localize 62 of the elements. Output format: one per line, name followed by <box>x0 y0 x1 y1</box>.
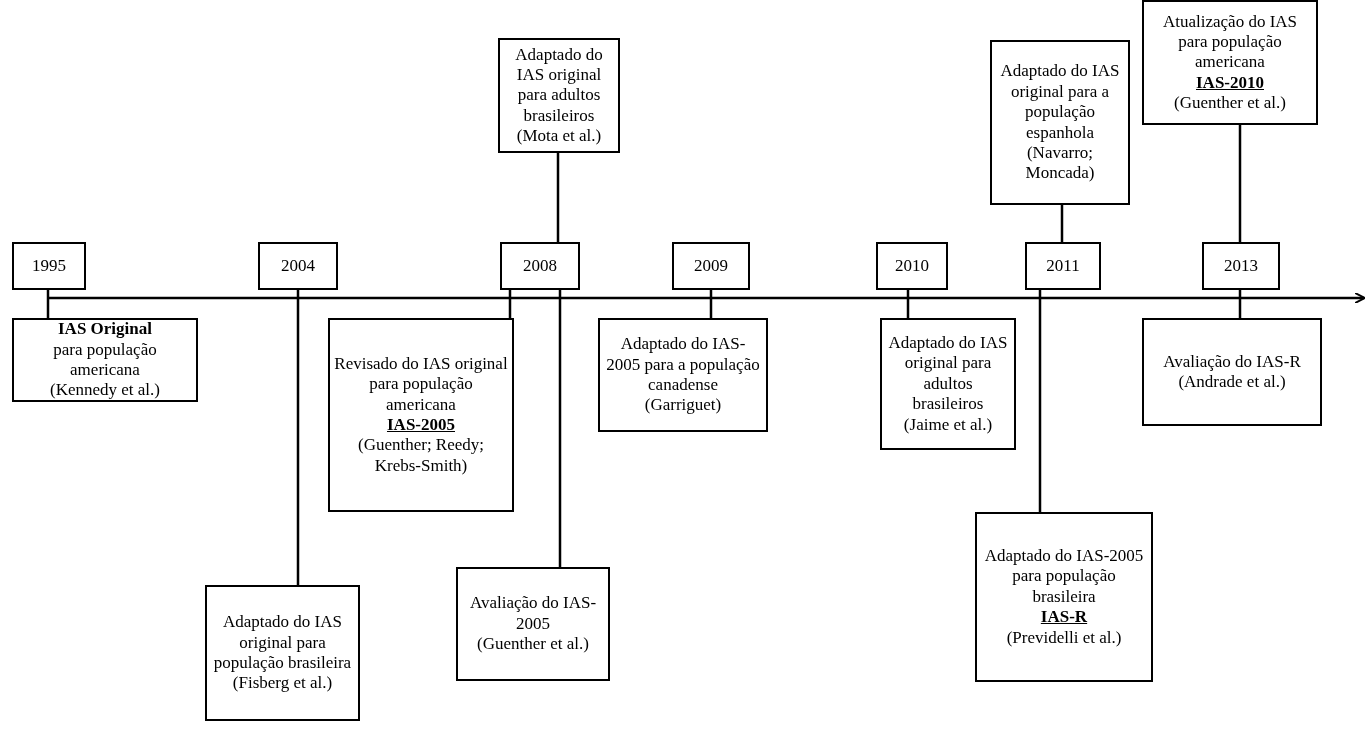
event-box <box>328 318 514 512</box>
year-box <box>1025 242 1101 290</box>
event-text: Adaptado do IAS original para população brasileira <box>212 612 353 674</box>
event-text: (Jaime et al.) <box>903 414 993 435</box>
event-text: (Fisberg et al.) <box>232 673 333 694</box>
connector-line <box>508 290 512 318</box>
event-box <box>990 40 1130 205</box>
event-box <box>880 318 1016 450</box>
connector-line <box>1238 290 1242 318</box>
event-text: Adaptado do IAS-2005 para população brasileira <box>983 546 1145 608</box>
event-box <box>598 318 768 432</box>
year-box <box>500 242 580 290</box>
year-label: 2008 <box>523 255 557 277</box>
year-label: 2010 <box>895 255 929 277</box>
year-label: 2013 <box>1224 255 1258 277</box>
event-text: (Guenther et al.) <box>477 634 589 655</box>
event-text: Adaptado do IAS original para adultos brasileiros <box>887 333 1009 415</box>
event-text: (Guenther et al.) <box>1174 93 1286 114</box>
connector-line <box>1038 290 1042 512</box>
year-box <box>12 242 86 290</box>
connector-line <box>296 290 300 585</box>
connector-line <box>1060 205 1064 242</box>
event-box <box>456 567 610 681</box>
event-box <box>1142 0 1318 125</box>
event-box <box>205 585 360 721</box>
year-box <box>672 242 750 290</box>
event-text: Avaliação do IAS-2005 <box>468 593 598 635</box>
event-text: Adaptado do IAS original para adultos brasileiros <box>514 44 604 127</box>
year-box <box>1202 242 1280 290</box>
event-text: para população americana <box>52 339 158 381</box>
event-text: (Previdelli et al.) <box>1006 627 1122 648</box>
year-label: 2004 <box>281 255 315 277</box>
connector-line <box>906 290 910 318</box>
event-text: Adaptado do IAS-2005 para a população canadense <box>605 334 761 396</box>
event-box <box>12 318 198 402</box>
connector-line <box>558 290 562 567</box>
event-box <box>975 512 1153 682</box>
index-name: IAS-2005 <box>387 415 455 436</box>
event-text: (Garriguet) <box>644 395 722 416</box>
event-box <box>1142 318 1322 426</box>
event-text: (Navarro; Moncada) <box>1024 142 1096 184</box>
index-name: IAS Original <box>58 319 152 340</box>
index-name: IAS-R <box>1040 607 1088 628</box>
event-text: Revisado do IAS original para população americana <box>334 353 508 415</box>
year-box <box>876 242 948 290</box>
year-label: 2009 <box>694 255 728 277</box>
connector-line <box>1238 125 1242 242</box>
event-text: (Guenther; Reedy; Krebs-Smith) <box>356 435 485 477</box>
year-box <box>258 242 338 290</box>
year-label: 2011 <box>1046 255 1080 277</box>
index-name: IAS-2010 <box>1196 72 1264 94</box>
event-text: (Kennedy et al.) <box>50 380 160 401</box>
event-text: Adaptado do IAS original para a população espanhola <box>999 61 1121 143</box>
connector-line <box>556 153 560 242</box>
connector-line <box>709 290 713 318</box>
event-box <box>498 38 620 153</box>
year-label: 1995 <box>32 255 66 277</box>
event-text: (Mota et al.) <box>516 126 602 147</box>
event-text: (Andrade et al.) <box>1178 372 1286 393</box>
event-text: Avaliação do IAS-R <box>1163 351 1301 372</box>
connector-line <box>46 290 50 318</box>
event-text: Atualização do IAS para população americana <box>1161 11 1299 73</box>
